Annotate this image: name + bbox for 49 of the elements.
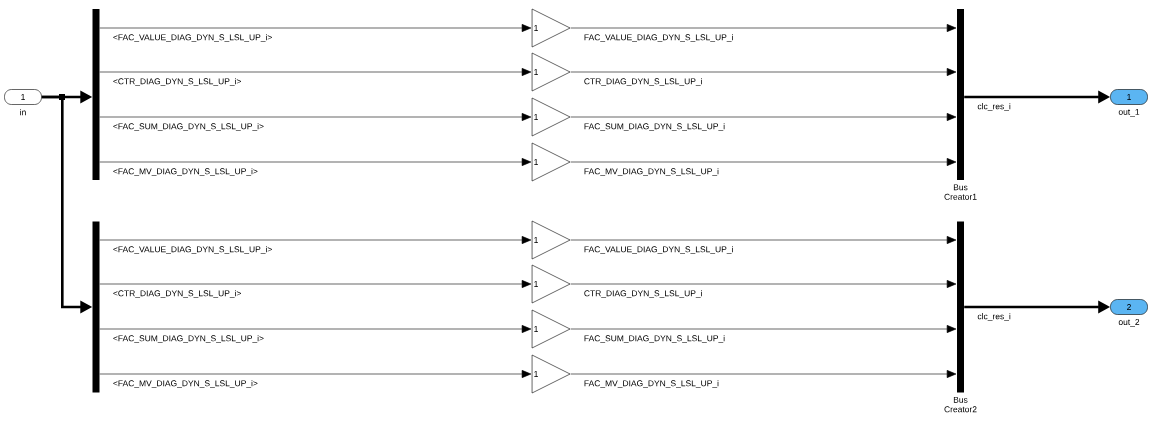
signal-label: FAC_MV_DIAG_DYN_S_LSL_UP_i: [582, 167, 720, 177]
gain-triangle: 1: [531, 309, 571, 349]
port-oval: 1: [1110, 89, 1148, 105]
block-label: out_1: [1118, 109, 1140, 117]
signal-label: <FAC_MV_DIAG_DYN_S_LSL_UP_i>: [111, 379, 259, 389]
arrow: [99, 158, 532, 166]
signal-label: CTR_DIAG_DYN_S_LSL_UP_i: [582, 289, 704, 299]
signal-label: FAC_MV_DIAG_DYN_S_LSL_UP_i: [582, 379, 720, 389]
arrow: [99, 280, 532, 288]
signal-label: FAC_SUM_DIAG_DYN_S_LSL_UP_i: [582, 334, 727, 344]
arrow: [99, 24, 532, 32]
arrow: [570, 113, 957, 121]
arrow: [99, 325, 532, 333]
block-label: Bus Creator2: [944, 396, 977, 413]
signal-label: <CTR_DIAG_DYN_S_LSL_UP_i>: [111, 289, 243, 299]
gain-triangle: 1: [531, 354, 571, 394]
gain-triangle: 1: [531, 142, 571, 182]
arrow: [570, 236, 957, 244]
signal-label: FAC_VALUE_DIAG_DYN_S_LSL_UP_i: [582, 245, 735, 255]
signal-label: <FAC_SUM_DIAG_DYN_S_LSL_UP_i>: [111, 334, 265, 344]
signal-label: clc_res_i: [976, 102, 1012, 112]
arrow: [570, 325, 957, 333]
block-label: Bus Creator1: [944, 184, 977, 200]
signal-label: <FAC_SUM_DIAG_DYN_S_LSL_UP_i>: [111, 122, 265, 132]
signal-label: <FAC_MV_DIAG_DYN_S_LSL_UP_i>: [111, 167, 259, 177]
arrow: [99, 68, 532, 76]
signal-label: FAC_SUM_DIAG_DYN_S_LSL_UP_i: [582, 122, 727, 132]
signal-label: <CTR_DIAG_DYN_S_LSL_UP_i>: [111, 77, 243, 87]
signal-label: <FAC_VALUE_DIAG_DYN_S_LSL_UP_i>: [111, 245, 274, 255]
arrow: [570, 24, 957, 32]
signal-label: clc_res_i: [976, 312, 1012, 322]
arrow: [99, 370, 532, 378]
signal-label: CTR_DIAG_DYN_S_LSL_UP_i: [582, 77, 704, 87]
arrow: [570, 370, 957, 378]
gain-triangle: 1: [531, 8, 571, 48]
gain-triangle: 1: [531, 97, 571, 137]
arrow: [570, 68, 957, 76]
gain-triangle: 1: [531, 52, 571, 92]
signal-label: FAC_VALUE_DIAG_DYN_S_LSL_UP_i: [582, 33, 735, 43]
block-label: out_2: [1118, 319, 1140, 327]
signal-label: <FAC_VALUE_DIAG_DYN_S_LSL_UP_i>: [111, 33, 274, 43]
arrow: [570, 158, 957, 166]
port-oval: 2: [1110, 299, 1148, 315]
block-label: in: [20, 109, 26, 116]
arrow: [99, 236, 532, 244]
gain-triangle: 1: [531, 220, 571, 260]
arrow: [570, 280, 957, 288]
arrow: [99, 113, 532, 121]
gain-triangle: 1: [531, 264, 571, 304]
